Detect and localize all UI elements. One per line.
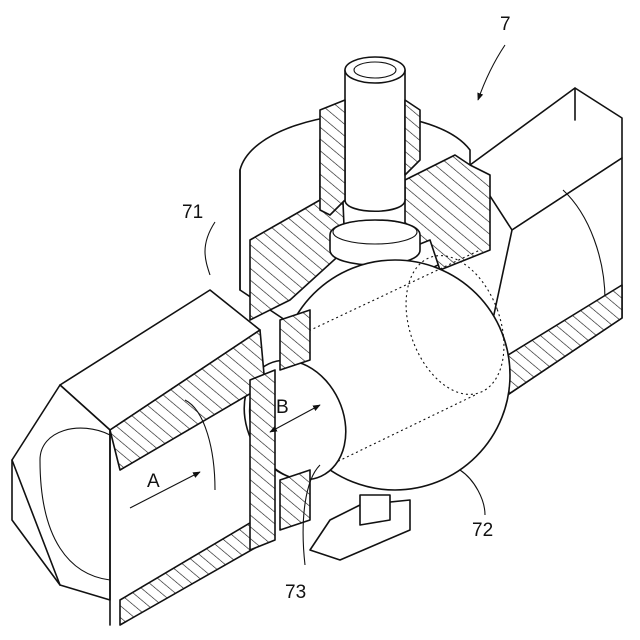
label-ball: 72 (472, 520, 493, 541)
leader-71 (205, 222, 215, 275)
label-body: 71 (182, 202, 203, 223)
label-bore: 73 (285, 582, 306, 603)
leader-72 (460, 470, 485, 515)
label-bore-dir-b: B (276, 397, 289, 418)
label-flow-a: A (147, 471, 160, 492)
flow-arrow-a (130, 472, 200, 508)
valve-stem (320, 57, 420, 265)
label-valve: 7 (500, 14, 511, 35)
arrow-7 (478, 45, 505, 100)
